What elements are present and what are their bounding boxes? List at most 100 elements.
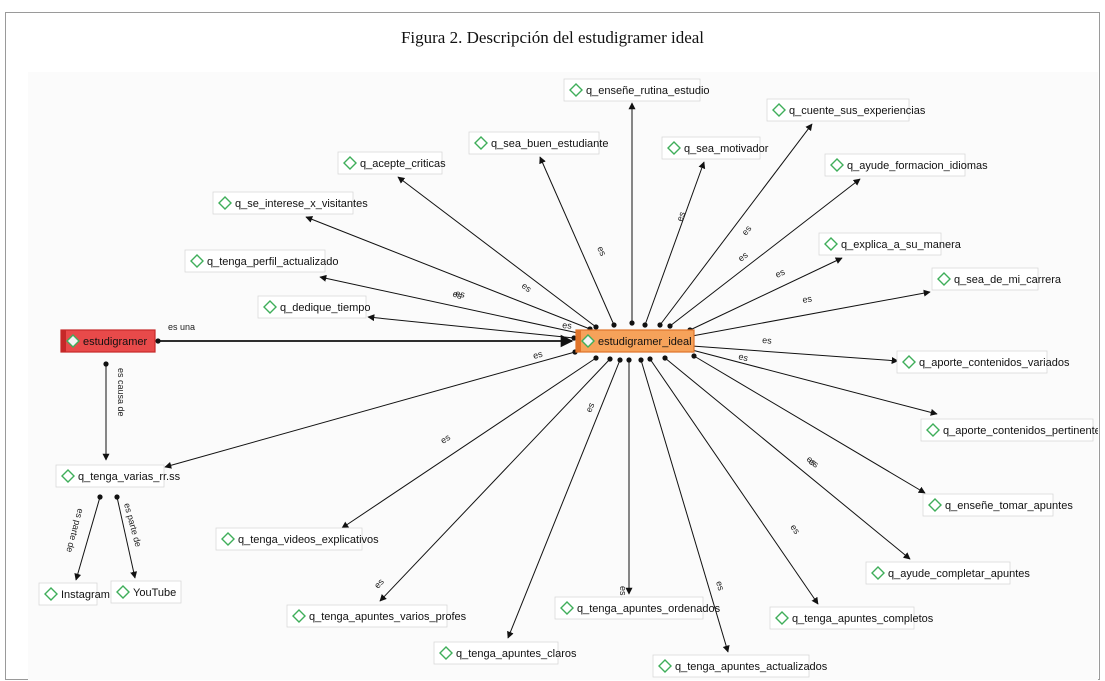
edge-anchor-dot <box>97 494 103 500</box>
edge-anchor-dot <box>638 357 644 363</box>
diamond-icon <box>343 156 357 170</box>
node-completos[interactable]: q_tenga_apuntes_completos <box>769 606 934 630</box>
edge-ideal-variados <box>691 345 899 365</box>
node-completar[interactable]: q_ayude_completar_apuntes <box>865 561 1030 585</box>
edge-label: es <box>740 223 754 237</box>
node-label: q_tenga_apuntes_actualizados <box>675 661 828 673</box>
edge-label: es una <box>168 322 195 332</box>
node-label: q_sea_de_mi_carrera <box>954 274 1062 286</box>
node-explica[interactable]: q_explica_a_su_manera <box>818 232 962 256</box>
node-tomar[interactable]: q_enseñe_tomar_apuntes <box>922 493 1073 517</box>
edge-ideal-buen <box>539 156 615 326</box>
edge-ideal-explica <box>689 257 843 331</box>
edge-anchor-dot <box>647 356 653 362</box>
edge-ideal-completar <box>664 357 911 560</box>
edge-ideal-varios <box>379 358 611 602</box>
node-pertinentes[interactable]: q_aporte_contenidos_pertinentes <box>920 418 1098 442</box>
node-label: estudigramer <box>83 336 148 348</box>
edge-label: es <box>439 432 453 446</box>
diamond-icon <box>61 469 75 483</box>
diamond-icon <box>569 83 583 97</box>
edge-anchor-dot <box>617 357 623 363</box>
node-buen[interactable]: q_sea_buen_estudiante <box>468 131 608 155</box>
node-idiomas[interactable]: q_ayude_formacion_idiomas <box>824 153 988 177</box>
node-label: q_se_interese_x_visitantes <box>235 198 368 210</box>
node-label: estudigramer_ideal <box>598 336 692 348</box>
edge-ideal-actualizados <box>640 359 730 653</box>
diamond-icon <box>658 659 672 673</box>
node-box <box>661 136 761 160</box>
edge-label: es <box>762 335 773 346</box>
node-claros[interactable]: q_tenga_apuntes_claros <box>433 641 577 665</box>
edge-label: es <box>532 349 544 361</box>
edge-label: es <box>455 288 467 300</box>
edge-ideal-videos <box>341 357 597 529</box>
edge-ideal-carrera <box>691 289 931 337</box>
node-box <box>824 153 966 177</box>
node-box <box>212 191 354 215</box>
node-actualizados[interactable]: q_tenga_apuntes_actualizados <box>652 654 828 678</box>
edge-anchor-dot <box>114 494 120 500</box>
node-label: q_aporte_contenidos_variados <box>919 357 1070 369</box>
diamond-icon <box>263 300 277 314</box>
diamond-icon <box>190 254 204 268</box>
node-rrss[interactable]: q_tenga_varias_rr.ss <box>55 464 181 488</box>
edge-ideal-pertinentes <box>691 349 938 416</box>
diamond-icon <box>581 334 595 348</box>
node-instagram[interactable]: Instagram <box>38 582 110 606</box>
edge-anchor-dot <box>571 335 577 341</box>
node-box <box>922 493 1054 517</box>
diamond-icon <box>221 532 235 546</box>
edge-anchor-dot <box>667 323 673 329</box>
node-box <box>652 654 810 678</box>
diamond-icon <box>474 136 488 150</box>
node-variados[interactable]: q_aporte_contenidos_variados <box>896 350 1070 374</box>
edge-ideal-rrss <box>164 351 576 469</box>
diamond-icon <box>824 237 838 251</box>
edge-label: es <box>451 289 464 302</box>
node-label: Instagram <box>61 589 110 601</box>
node-label: q_ayude_completar_apuntes <box>888 568 1030 580</box>
node-label: q_sea_motivador <box>684 143 769 155</box>
node-perfil[interactable]: q_tenga_perfil_actualizado <box>184 249 339 273</box>
edge-ideal-idiomas <box>669 178 861 327</box>
diamond-icon <box>775 611 789 625</box>
node-videos[interactable]: q_tenga_videos_explicativos <box>215 527 379 551</box>
edge-label: es <box>774 267 787 280</box>
node-box <box>896 350 1048 374</box>
diamond-icon <box>928 498 942 512</box>
node-box <box>38 582 98 606</box>
node-youtube[interactable]: YouTube <box>110 580 182 604</box>
node-label: q_tenga_varias_rr.ss <box>78 471 181 483</box>
edge-ideal-claros <box>507 359 621 639</box>
edge-ideal-completos <box>649 358 819 605</box>
node-carrera[interactable]: q_sea_de_mi_carrera <box>931 267 1062 291</box>
node-label: q_tenga_apuntes_claros <box>456 648 577 660</box>
node-varios[interactable]: q_tenga_apuntes_varios_profes <box>286 604 467 628</box>
edge-anchor-dot <box>607 356 613 362</box>
edge-label: es <box>802 293 814 305</box>
node-dedique[interactable]: q_dedique_tiempo <box>257 295 371 319</box>
edge-label: es <box>674 210 687 223</box>
edge-ideal-dedique <box>367 314 575 339</box>
edge-rrss-instagram <box>74 496 101 581</box>
node-label: q_tenga_perfil_actualizado <box>207 256 339 268</box>
node-box <box>865 561 1011 585</box>
node-ordenados[interactable]: q_tenga_apuntes_ordenados <box>554 596 721 620</box>
node-box <box>554 596 704 620</box>
node-ideal[interactable]: estudigramer_ideal <box>575 329 695 353</box>
node-box <box>215 527 363 551</box>
node-experiencias[interactable]: q_cuente_sus_experiencias <box>766 98 926 122</box>
edge-anchor-dot <box>642 322 648 328</box>
node-box <box>931 267 1039 291</box>
node-label: q_explica_a_su_manera <box>841 239 962 251</box>
node-box <box>468 131 600 155</box>
node-rutina[interactable]: q_enseñe_rutina_estudio <box>563 78 710 102</box>
edge-anchor-dot <box>629 320 635 326</box>
node-criticas[interactable]: q_acepte_criticas <box>337 151 446 175</box>
node-estudigramer[interactable]: estudigramer <box>60 329 156 353</box>
node-interese[interactable]: q_se_interese_x_visitantes <box>212 191 368 215</box>
diamond-icon <box>871 566 885 580</box>
node-motivador[interactable]: q_sea_motivador <box>661 136 769 160</box>
edge-anchor-dot <box>626 357 632 363</box>
